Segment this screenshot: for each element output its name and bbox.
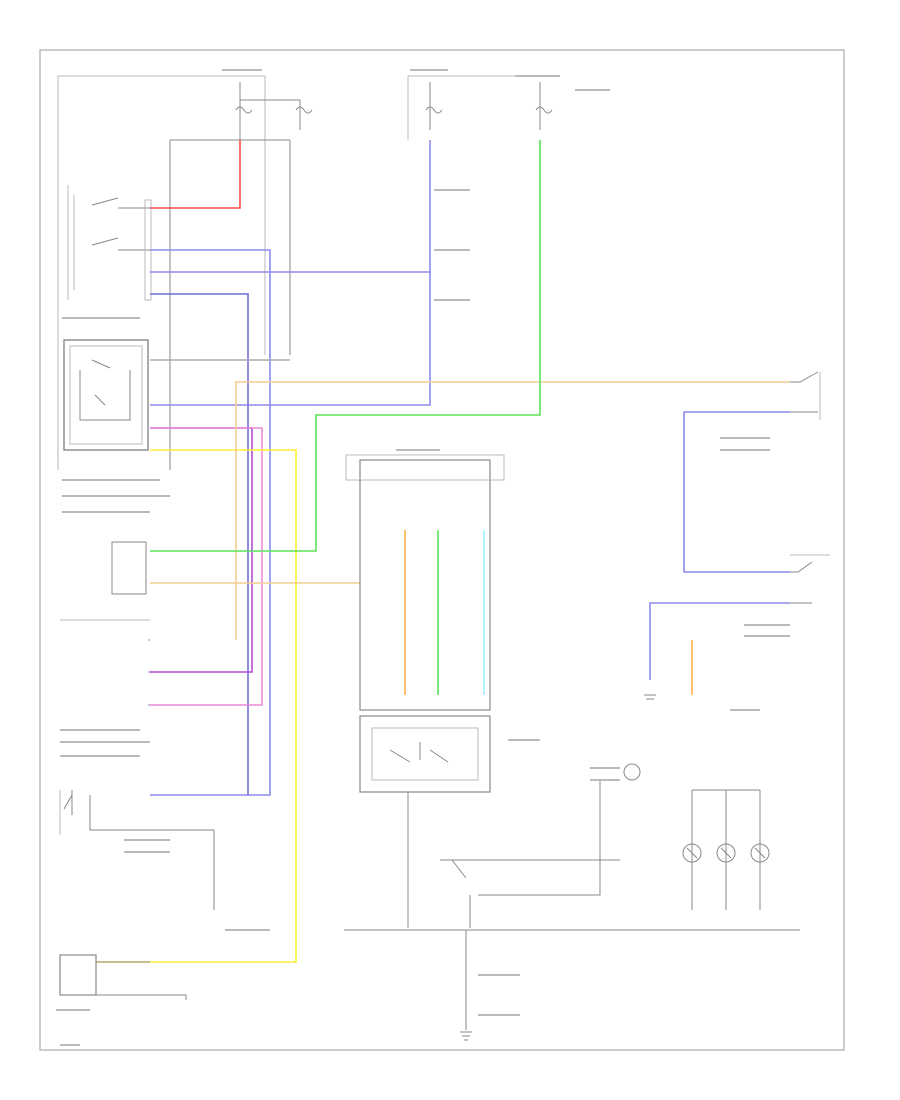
switch-icon bbox=[790, 371, 819, 413]
fuse-block-right bbox=[407, 75, 560, 140]
relay-box bbox=[63, 339, 149, 451]
wire-pink bbox=[150, 427, 263, 706]
control-module bbox=[345, 454, 505, 928]
wire-tan bbox=[235, 381, 790, 640]
fuse-icon bbox=[425, 106, 443, 114]
switch-icon bbox=[790, 561, 813, 604]
wire-blue-1 bbox=[150, 249, 271, 796]
ground-icon bbox=[644, 694, 656, 700]
pressure-switch-bottom bbox=[649, 554, 830, 695]
rotary-switch-icon bbox=[623, 763, 641, 781]
wire-green bbox=[150, 140, 541, 552]
switch-icon bbox=[91, 197, 150, 209]
connector-left-mid bbox=[60, 541, 150, 706]
wire-blue-3 bbox=[150, 293, 249, 795]
ground-icon bbox=[460, 1031, 472, 1041]
relay-icon bbox=[79, 359, 131, 421]
switch-icon bbox=[63, 790, 215, 910]
diagram-frame bbox=[39, 49, 845, 1051]
lamp-icon bbox=[682, 843, 702, 863]
fuse-icon bbox=[295, 106, 313, 114]
illumination-lamps bbox=[682, 789, 770, 910]
pressure-switch-left bbox=[59, 790, 215, 910]
wire-yellow bbox=[96, 449, 297, 963]
switch-icon bbox=[91, 237, 150, 251]
relay-icon bbox=[389, 742, 449, 763]
switch-cluster-top-left bbox=[67, 185, 152, 301]
lamp-icon bbox=[716, 843, 736, 863]
lamp-icon bbox=[750, 843, 770, 863]
fuse-block-left bbox=[57, 75, 313, 470]
fuse-icon bbox=[235, 106, 253, 114]
bottom-left-module bbox=[59, 954, 187, 1000]
blower-switch bbox=[440, 763, 641, 928]
unreadable-label-marks bbox=[56, 69, 790, 1046]
wire-blue-4 bbox=[150, 272, 431, 406]
pressure-switch-top bbox=[683, 371, 821, 573]
wire-red bbox=[150, 140, 241, 209]
fuse-icon bbox=[535, 106, 553, 114]
